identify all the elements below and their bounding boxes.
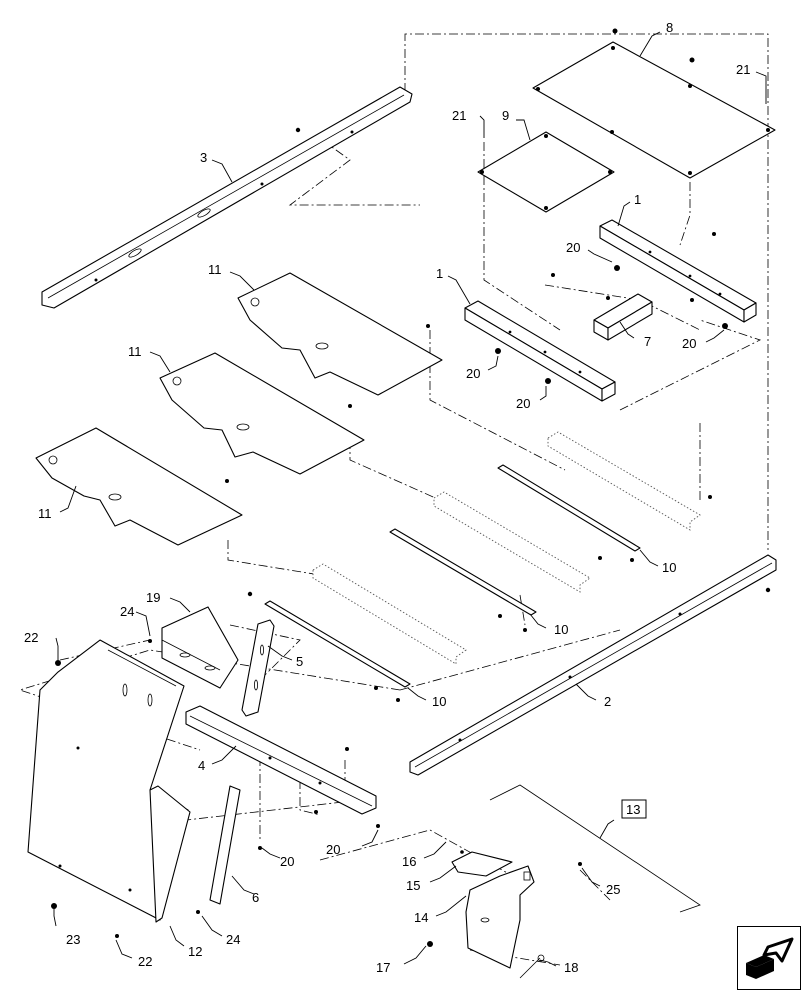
part-13-group-line xyxy=(489,784,701,913)
callout-9: 9 xyxy=(502,108,509,123)
part-9-small-plate xyxy=(477,131,615,213)
part-17-18-hardware xyxy=(427,862,582,979)
part-7-block xyxy=(593,293,653,341)
callout-16: 16 xyxy=(402,854,416,869)
dotted-rails xyxy=(312,431,701,665)
arrow-icon xyxy=(746,937,794,979)
callout-5: 5 xyxy=(296,654,303,669)
callout-1: 1 xyxy=(634,192,641,207)
part-12-side-sheet xyxy=(27,639,191,923)
part-20-nuts-upper xyxy=(495,232,728,384)
part-1-channel-right xyxy=(599,219,757,323)
callout-20: 20 xyxy=(682,336,696,351)
callout-4: 4 xyxy=(198,758,205,773)
callout-23: 23 xyxy=(66,932,80,947)
callout-leaders xyxy=(53,31,767,967)
part-15-upper-shield xyxy=(451,850,513,877)
callout-10: 10 xyxy=(554,622,568,637)
next-page-arrow-icon[interactable] xyxy=(737,926,801,990)
part-2-angle-rail xyxy=(409,554,777,776)
callout-17: 17 xyxy=(376,960,390,975)
part-5-post xyxy=(241,591,275,717)
callout-18: 18 xyxy=(564,960,578,975)
callout-11: 11 xyxy=(208,262,222,277)
callout-7: 7 xyxy=(644,334,651,349)
callout-22: 22 xyxy=(138,954,152,969)
part-11-panel-bottom xyxy=(35,427,243,546)
callout-15: 15 xyxy=(406,878,420,893)
callout-24: 24 xyxy=(226,932,240,947)
callout-25: 25 xyxy=(606,882,620,897)
part-11-panel-middle xyxy=(159,352,365,475)
part-3-angle-rail xyxy=(41,86,413,309)
callout-22: 22 xyxy=(24,630,38,645)
callout-20: 20 xyxy=(516,396,530,411)
callout-13: 13 xyxy=(626,802,640,817)
callout-8: 8 xyxy=(666,20,673,35)
part-14-shield xyxy=(465,865,535,969)
part-10-strips xyxy=(264,464,712,702)
callout-20: 20 xyxy=(326,842,340,857)
part-4-angle-bar xyxy=(185,705,377,815)
callout-24: 24 xyxy=(120,604,134,619)
part-1-channel-left xyxy=(464,300,616,402)
part-6-strip xyxy=(209,785,241,905)
callout-3: 3 xyxy=(200,150,207,165)
callout-20: 20 xyxy=(280,854,294,869)
callout-11: 11 xyxy=(38,506,52,521)
part-19-bracket xyxy=(161,606,239,689)
callout-2: 2 xyxy=(604,694,611,709)
callout-1: 1 xyxy=(436,266,443,281)
fasteners xyxy=(51,639,380,938)
callout-19: 19 xyxy=(146,590,160,605)
callout-12: 12 xyxy=(188,944,202,959)
callout-13-box: 13 xyxy=(621,799,647,819)
callout-6: 6 xyxy=(252,890,259,905)
callout-21: 21 xyxy=(736,62,750,77)
callout-14: 14 xyxy=(414,910,428,925)
callout-10: 10 xyxy=(662,560,676,575)
callout-labels: 8 21 21 9 3 1 1 20 20 20 20 20 20 7 11 1… xyxy=(24,20,750,975)
callout-11: 11 xyxy=(128,344,142,359)
part-8-top-plate xyxy=(532,28,776,179)
callout-20: 20 xyxy=(466,366,480,381)
part-11-panel-top xyxy=(237,272,443,396)
callout-20: 20 xyxy=(566,240,580,255)
callout-10: 10 xyxy=(432,694,446,709)
callout-21: 21 xyxy=(452,108,466,123)
